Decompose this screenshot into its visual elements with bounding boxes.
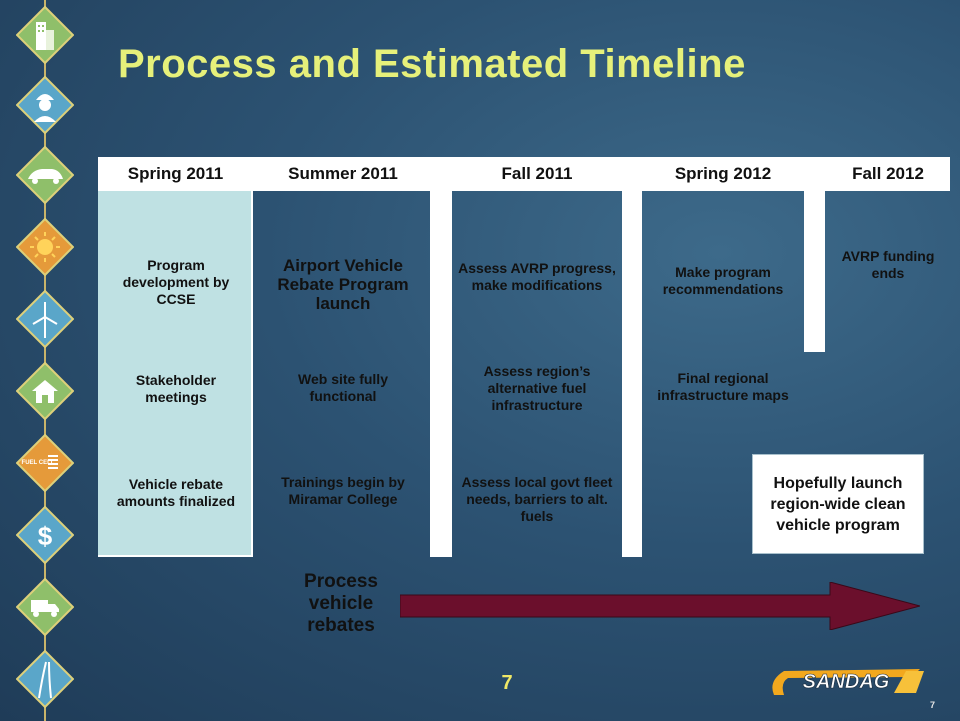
timeline-header-band	[98, 157, 950, 191]
page-number: 7	[501, 672, 513, 694]
column-divider	[430, 191, 452, 557]
header-summer-2011: Summer 2011	[288, 164, 398, 183]
fall-2011-item: Assess AVRP progress, make modifications	[458, 260, 616, 293]
summer-2011-item: Trainings begin by Miramar College	[281, 474, 405, 507]
region-wide-program-callout: Hopefully launch region-wide clean vehic…	[752, 454, 924, 554]
sun-icon	[16, 218, 74, 276]
spring-2011-item: Vehicle rebate amounts finalized	[116, 476, 236, 509]
building-icon	[16, 6, 74, 64]
wind-turbine-icon	[16, 290, 74, 348]
spring-2012-item: Final regional infrastructure maps	[657, 370, 789, 403]
spring-2011-item: Stakeholder meetings	[135, 372, 217, 405]
house-icon	[16, 362, 74, 420]
process-arrow	[400, 582, 920, 630]
spring-2012-item: Make program recommendations	[662, 264, 784, 297]
corner-page-number: 7	[930, 700, 936, 710]
spring-2011-item: Program development by CCSE	[122, 257, 230, 307]
fall-2011-item: Assess region’s alternative fuel infrast…	[483, 363, 591, 413]
road-icon	[16, 650, 74, 708]
fall-2011-item: Assess local govt fleet needs, barriers …	[461, 474, 613, 524]
summer-2011-item: Web site fully functional	[298, 371, 388, 404]
sandag-logo: SANDAG	[772, 669, 924, 695]
header-spring-2012: Spring 2012	[674, 164, 772, 183]
column-divider	[622, 191, 642, 557]
column-divider	[804, 191, 825, 352]
slide-title: Process and Estimated Timeline	[118, 42, 746, 86]
worker-icon	[16, 76, 74, 134]
fuel-cell-icon: FUEL CELL	[16, 434, 74, 492]
icon-strip-line	[44, 0, 46, 721]
svg-text:SANDAG: SANDAG	[803, 671, 890, 693]
process-rebates-label: Process vehicle rebates	[304, 571, 378, 636]
spring-2011-column	[98, 191, 253, 557]
header-spring-2011: Spring 2011	[127, 164, 224, 183]
truck-icon	[16, 578, 74, 636]
electric-car-icon	[16, 146, 74, 204]
header-fall-2011: Fall 2011	[501, 164, 573, 183]
header-fall-2012: Fall 2012	[852, 164, 924, 183]
svg-text:FUEL CELL: FUEL CELL	[22, 460, 55, 466]
svg-text:$: $	[38, 521, 53, 551]
fall-2012-item: AVRP funding ends	[841, 248, 935, 281]
summer-2011-item: Airport Vehicle Rebate Program launch	[277, 256, 409, 313]
dollar-icon: $	[16, 506, 74, 564]
